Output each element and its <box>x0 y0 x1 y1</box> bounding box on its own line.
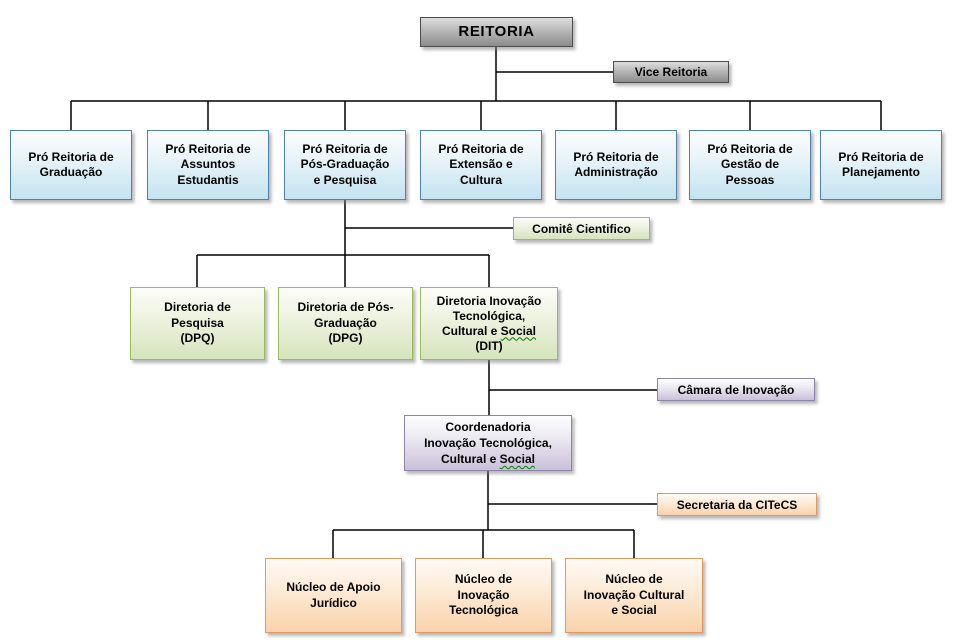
node-label-line: Assuntos <box>180 157 236 172</box>
node-label-line: Inovação Tecnológica, <box>424 436 552 450</box>
node-diretoria-inovacao-dit: Diretoria Inovação Tecnológica, Cultural… <box>420 287 558 360</box>
node-label-line: Graduação <box>39 165 103 179</box>
node-label-text: Cultural e <box>440 452 497 466</box>
node-label-line: Cultural e Social <box>442 324 536 339</box>
node-label-line: Núcleo de <box>605 572 663 587</box>
node-label-line: e Social <box>611 603 657 618</box>
node-label-line: Coordenadoria <box>445 420 531 434</box>
node-diretoria-pesquisa-dpq: Diretoria de Pesquisa (DPQ) <box>130 287 265 360</box>
node-reitoria: REITORIA <box>420 17 573 47</box>
spellcheck-wavy-word: Social <box>500 323 537 338</box>
node-nucleo-apoio-juridico: Núcleo de Apoio Jurídico <box>265 558 402 633</box>
node-label-line: Pessoas <box>725 172 775 187</box>
node-label-line: Pró Reitoria de <box>165 141 251 156</box>
node-label-line: Núcleo de Apoio <box>286 580 381 594</box>
node-label: Câmara de Inovação <box>677 382 795 397</box>
node-label-line: Núcleo de <box>454 572 513 587</box>
node-label-line: Estudantis <box>177 172 239 187</box>
node-label-line: Jurídico <box>310 595 357 610</box>
node-pro-reitoria-gestao-pessoas: Pró Reitoria de Gestão de Pessoas <box>689 130 811 200</box>
node-label-line: Pró Reitoria de <box>707 141 793 156</box>
node-label-line: Diretoria de <box>164 300 231 315</box>
node-label-line: Gestão de <box>720 157 780 172</box>
node-label: Vice Reitoria <box>634 65 708 79</box>
node-label-line: Pró Reitoria de <box>28 149 114 164</box>
node-pro-reitoria-extensao-cultura: Pró Reitoria de Extensão e Cultura <box>420 130 542 200</box>
node-label-line: Inovação <box>457 587 510 602</box>
node-label-line: Pró Reitoria de <box>573 149 659 164</box>
node-label-line: Pró Reitoria de <box>438 141 524 156</box>
node-pro-reitoria-administracao: Pró Reitoria de Administração <box>555 130 677 200</box>
node-label-line: Planejamento <box>841 165 921 179</box>
node-label: Secretaria da CITeCS <box>676 497 798 512</box>
node-pro-reitoria-graduacao: Pró Reitoria de Graduação <box>10 130 132 200</box>
node-label-line: Graduação <box>314 315 377 330</box>
node-pro-reitoria-planejamento: Pró Reitoria de Planejamento <box>820 130 942 200</box>
node-label-line: Tecnológica, <box>452 308 526 323</box>
node-nucleo-inovacao-tecnologica: Núcleo de Inovação Tecnológica <box>415 558 552 633</box>
node-diretoria-pos-graduacao-dpg: Diretoria de Pós- Graduação (DPG) <box>278 287 413 360</box>
node-label-line: Pró Reitoria de <box>302 141 388 156</box>
node-label-line: e Pesquisa <box>313 172 377 187</box>
node-pro-reitoria-assuntos-estudantis: Pró Reitoria de Assuntos Estudantis <box>147 130 269 200</box>
node-label-line: Diretoria de Pós- <box>297 300 394 315</box>
node-nucleo-inovacao-cultural-social: Núcleo de Inovação Cultural e Social <box>565 558 703 633</box>
node-label-line: Cultural e Social <box>441 451 535 467</box>
node-secretaria-citecs: Secretaria da CITeCS <box>657 493 817 516</box>
spellcheck-wavy-word: Social <box>499 452 536 466</box>
node-label-line: (DPQ) <box>180 331 215 346</box>
node-label-line: Pró Reitoria de <box>838 149 924 164</box>
node-label-line: Extensão e <box>449 157 513 172</box>
node-label-line: Administração <box>574 165 658 179</box>
node-label: REITORIA <box>458 23 535 41</box>
node-coordenadoria-citecs: Coordenadoria Inovação Tecnológica, Cult… <box>404 415 572 471</box>
node-label-line: (DPG) <box>328 331 363 346</box>
node-label-line: Cultura <box>460 172 502 187</box>
node-label-line: (DIT) <box>475 338 503 353</box>
node-vice-reitoria: Vice Reitoria <box>613 61 729 83</box>
node-label: Comitê Cientifico <box>532 221 631 236</box>
node-pro-reitoria-pos-graduacao-pesquisa: Pró Reitoria de Pós-Graduação e Pesquisa <box>284 130 406 200</box>
node-label-line: Pesquisa <box>171 315 224 330</box>
node-label-line: Tecnológica <box>448 603 519 618</box>
node-label-line: Inovação Cultural <box>583 587 685 602</box>
node-label-line: Pós-Graduação <box>300 157 390 172</box>
node-camara-inovacao: Câmara de Inovação <box>657 378 815 401</box>
node-label-line: Diretoria Inovação <box>436 293 542 308</box>
node-comite-cientifico: Comitê Cientifico <box>513 217 650 240</box>
node-label-text: Cultural e <box>441 323 498 338</box>
